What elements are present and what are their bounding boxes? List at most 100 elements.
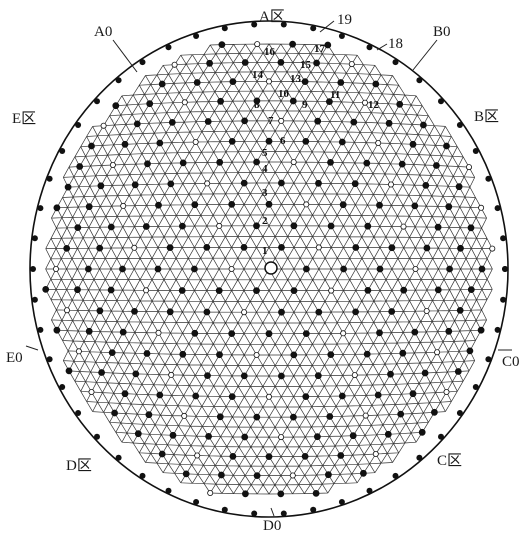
solid-node-marker [466,347,474,355]
solid-node-marker [455,183,463,191]
solid-node-marker [74,224,82,232]
solid-node-marker [53,326,61,334]
dome-node-markers [30,21,508,517]
solid-node-marker [241,59,249,66]
solid-node-marker [240,372,248,380]
solid-node-marker [467,224,475,232]
hollow-node-marker [64,307,71,314]
solid-node-marker [423,244,431,252]
solid-node-marker [253,97,261,105]
solid-node-marker [457,244,464,252]
rim-support-marker [392,472,399,479]
boundary-label-e0: E0 [6,350,23,366]
solid-node-marker [340,265,348,273]
rim-support-marker [494,205,501,212]
solid-node-marker [119,265,126,273]
solid-node-marker [374,391,382,399]
node-18-leader-line [376,43,388,51]
solid-node-marker [278,308,285,316]
solid-node-marker [166,244,174,252]
solid-node-marker [64,183,72,191]
node-label-10: 10 [278,88,290,100]
dome-center-node [264,261,278,275]
rim-support-marker [37,326,44,333]
solid-node-marker [85,265,92,273]
rim-support-marker [75,122,82,128]
node-label-9: 9 [302,99,308,111]
hollow-node-marker [75,348,82,355]
solid-node-marker [228,330,236,338]
zone-label-e: E区 [12,111,36,127]
solid-node-marker [290,351,298,359]
solid-node-marker [108,349,116,357]
rim-support-marker [30,266,36,272]
solid-node-marker [363,350,371,358]
solid-node-marker [155,201,162,209]
e0-leader-line [25,345,39,351]
hollow-node-marker [348,61,355,68]
solid-node-marker [372,80,380,88]
hollow-node-marker [361,99,368,106]
node-label-11: 11 [330,89,340,101]
solid-node-marker [302,137,310,145]
solid-node-marker [217,471,225,479]
boundary-label-c0: C0 [502,354,520,370]
solid-node-marker [97,182,105,190]
hollow-node-marker [265,393,272,400]
solid-node-marker [314,117,322,125]
solid-node-marker [179,350,187,358]
hollow-node-marker [120,202,127,209]
solid-node-marker [167,180,175,188]
solid-node-marker [409,140,417,148]
rim-support-marker [46,356,53,363]
rim-support-marker [416,77,423,84]
solid-node-marker [430,408,438,416]
solid-node-marker [419,121,427,129]
solid-node-marker [253,413,261,421]
rim-support-marker [139,59,146,66]
solid-node-marker [203,308,211,316]
solid-node-marker [265,330,273,338]
node-label-16: 16 [264,46,276,58]
solid-node-marker [253,287,260,295]
solid-node-marker [107,286,115,294]
solid-node-marker [289,413,297,421]
solid-node-marker [290,222,298,230]
hollow-node-marker [351,372,358,379]
mesh-lines [45,43,493,495]
rim-support-marker [500,235,507,242]
solid-node-marker [111,409,118,417]
solid-node-marker [85,327,93,335]
solid-node-marker [302,393,310,401]
solid-node-marker [229,78,237,85]
solid-node-marker [399,349,407,357]
solid-node-marker [88,142,95,150]
solid-node-marker [301,452,309,460]
solid-node-marker [302,330,310,338]
solid-node-marker [409,390,417,398]
rim-support-marker [193,33,200,39]
solid-node-marker [434,286,442,294]
solid-node-marker [352,244,360,251]
rim-support-marker [438,433,444,440]
node-label-13: 13 [290,73,302,85]
solid-node-marker [253,472,261,480]
solid-node-marker [359,469,367,477]
solid-node-marker [326,413,334,420]
boundary-label-d0: D0 [263,518,281,534]
solid-node-marker [432,162,440,169]
solid-node-marker [376,329,383,337]
solid-node-marker [265,453,273,461]
solid-node-marker [112,102,120,110]
solid-node-marker [376,265,384,273]
solid-node-marker [376,201,383,209]
solid-node-marker [156,391,164,399]
hollow-node-marker [181,412,188,419]
rim-support-marker [366,487,373,494]
solid-node-marker [216,158,224,166]
node-19-leader-line [319,20,335,33]
solid-node-marker [338,392,346,400]
solid-node-marker [315,179,322,187]
rim-support-marker [94,433,100,440]
solid-node-marker [96,307,104,315]
